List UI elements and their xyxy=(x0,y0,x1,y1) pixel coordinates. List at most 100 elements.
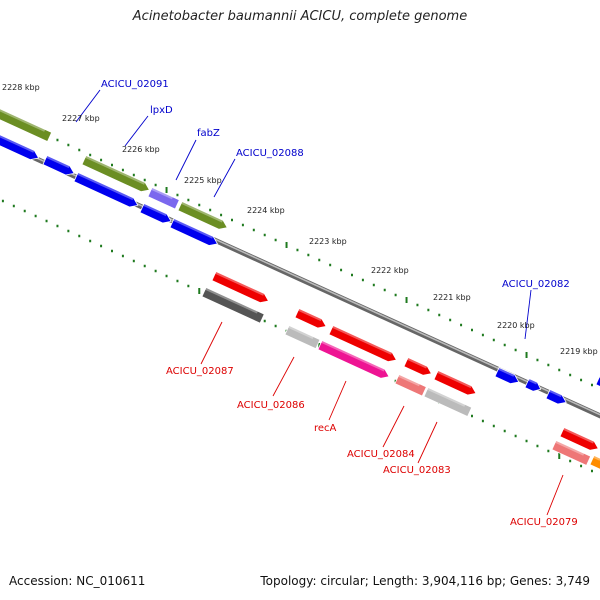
gene-label-fabz[interactable]: fabZ xyxy=(197,128,220,139)
gene-label-acicu_02088[interactable]: ACICU_02088 xyxy=(236,148,304,159)
gene-feature[interactable] xyxy=(81,154,152,194)
scale-label: 2225 kbp xyxy=(184,176,222,185)
label-leaders xyxy=(75,89,564,516)
gene-label-reca[interactable]: recA xyxy=(314,423,337,434)
gene-feature-shine xyxy=(215,271,265,296)
accession-text: Accession: NC_010611 xyxy=(9,574,146,588)
gene-label-acicu_02086[interactable]: ACICU_02086 xyxy=(237,400,305,411)
gene-feature[interactable] xyxy=(494,366,521,386)
label-leader-line xyxy=(75,89,101,123)
gene-label-lpxd[interactable]: lpxD xyxy=(150,105,173,116)
scale-labels: 2228 kbp 2227 kbp 2226 kbp 2225 kbp 2224 kbp… xyxy=(2,83,598,356)
gene-feature[interactable] xyxy=(284,324,321,350)
gene-feature-shine xyxy=(321,340,385,372)
gene-feature-shine xyxy=(593,455,600,461)
gene-feature-shape[interactable] xyxy=(147,186,180,210)
label-leader-line xyxy=(175,139,197,181)
gene-feature-shape[interactable] xyxy=(394,373,427,397)
gene-feature[interactable] xyxy=(524,377,543,393)
gene-feature-shine xyxy=(143,203,167,217)
gene-feature-shape[interactable] xyxy=(589,454,600,471)
gene-feature[interactable] xyxy=(0,106,53,143)
gene-feature-shape[interactable] xyxy=(201,286,265,324)
gene-feature-shine xyxy=(563,427,595,444)
gene-feature[interactable] xyxy=(317,339,391,381)
gene-feature-shape[interactable] xyxy=(559,426,600,453)
scale-label: 2228 kbp xyxy=(2,83,40,92)
gene-feature-shape[interactable] xyxy=(595,374,600,388)
gene-feature-shape[interactable] xyxy=(0,132,41,162)
scale-label: 2222 kbp xyxy=(371,266,409,275)
gene-feature-shape[interactable] xyxy=(81,154,152,194)
gene-feature-shape[interactable] xyxy=(0,106,53,143)
gene-feature[interactable] xyxy=(0,132,41,162)
gene-feature[interactable] xyxy=(595,374,600,388)
gene-feature[interactable] xyxy=(201,286,265,324)
gene-feature-shape[interactable] xyxy=(403,356,434,378)
gene-label-acicu_02082[interactable]: ACICU_02082 xyxy=(502,279,570,290)
gene-feature-shine xyxy=(173,218,214,239)
scale-label: 2226 kbp xyxy=(122,145,160,154)
gene-feature[interactable] xyxy=(545,388,568,406)
gene-feature-shape[interactable] xyxy=(433,369,478,397)
gene-feature-shape[interactable] xyxy=(294,307,328,330)
gene-feature-shape[interactable] xyxy=(317,339,391,381)
gene-feature[interactable] xyxy=(42,154,76,177)
gene-feature-shape[interactable] xyxy=(42,154,76,177)
gene-feature-shape[interactable] xyxy=(139,202,173,225)
gene-feature[interactable] xyxy=(403,356,434,378)
gene-feature-shine xyxy=(46,155,70,169)
gene-feature[interactable] xyxy=(394,373,427,397)
label-leader-line xyxy=(328,380,347,421)
gene-feature[interactable] xyxy=(294,307,328,330)
map-title: Acinetobacter baumannii ACICU, complete … xyxy=(132,9,468,24)
scale-label: 2227 kbp xyxy=(62,114,100,123)
gene-labels: ACICU_02091 lpxD fabZ ACICU_02088ACICU_0208… xyxy=(101,79,578,528)
gene-feature[interactable] xyxy=(211,270,271,305)
gene-feature-shape[interactable] xyxy=(423,386,473,418)
gene-feature-shape[interactable] xyxy=(328,324,399,364)
gene-feature-shape[interactable] xyxy=(551,439,592,466)
gene-feature-shine xyxy=(427,387,466,407)
gene-feature-shape[interactable] xyxy=(169,217,220,248)
gene-feature-shape[interactable] xyxy=(177,200,229,232)
gene-feature-shape[interactable] xyxy=(284,324,321,350)
gene-feature-shape[interactable] xyxy=(211,270,271,305)
gene-feature[interactable] xyxy=(147,186,180,210)
gene-feature[interactable] xyxy=(73,171,140,209)
gene-feature[interactable] xyxy=(589,454,600,471)
gene-label-acicu_02079[interactable]: ACICU_02079 xyxy=(510,517,578,528)
gene-feature-shine xyxy=(288,325,314,339)
gene-feature[interactable] xyxy=(423,386,473,418)
gene-label-acicu_02083[interactable]: ACICU_02083 xyxy=(383,465,451,476)
label-leader-line xyxy=(200,321,223,365)
gene-feature-shape[interactable] xyxy=(524,377,543,393)
scale-label: 2219 kbp xyxy=(560,347,598,356)
scale-label: 2224 kbp xyxy=(247,206,285,215)
label-leader-line xyxy=(213,158,236,198)
gene-feature[interactable] xyxy=(433,369,478,397)
gene-feature-shape[interactable] xyxy=(73,171,140,209)
gene-feature[interactable] xyxy=(177,200,229,232)
gene-feature[interactable] xyxy=(559,426,600,453)
gene-feature[interactable] xyxy=(328,324,399,364)
scale-label: 2221 kbp xyxy=(433,293,471,302)
gene-feature[interactable] xyxy=(139,202,173,225)
gene-features[interactable] xyxy=(0,106,600,471)
gene-feature-shine xyxy=(332,325,393,355)
gene-feature-shine xyxy=(555,440,585,456)
gene-feature-shine xyxy=(298,308,322,322)
label-leader-line xyxy=(546,474,564,516)
gene-label-acicu_02091[interactable]: ACICU_02091 xyxy=(101,79,169,90)
gene-feature-shine xyxy=(398,374,420,387)
genome-summary-text: Topology: circular; Length: 3,904,116 bp… xyxy=(260,574,590,588)
gene-feature[interactable] xyxy=(169,217,220,248)
gene-feature[interactable] xyxy=(551,439,592,466)
gene-feature-shape[interactable] xyxy=(545,388,568,406)
gene-feature-shape[interactable] xyxy=(494,366,521,386)
gene-feature-shine xyxy=(85,155,146,185)
gene-feature-shine xyxy=(77,172,134,201)
gene-label-acicu_02084[interactable]: ACICU_02084 xyxy=(347,449,415,460)
gene-label-acicu_02087[interactable]: ACICU_02087 xyxy=(166,366,234,377)
